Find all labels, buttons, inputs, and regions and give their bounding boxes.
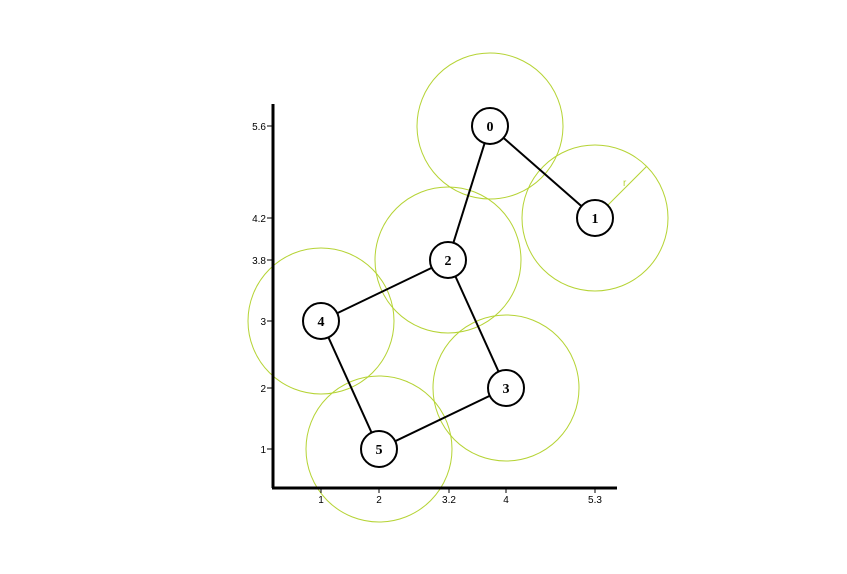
axis-ticks: 1 2 3.2 4 5.3 1 2 3 3.8 4.2 5.6 — [252, 122, 602, 506]
y-tick-label: 4.2 — [252, 214, 266, 225]
edge-4-5 — [320, 320, 380, 450]
edge-0-1 — [489, 125, 596, 219]
node-4: 4 — [302, 302, 340, 340]
x-tick-label: 4 — [503, 495, 509, 506]
radius-line — [607, 166, 647, 206]
x-tick-label: 3.2 — [442, 495, 456, 506]
y-tick-label: 3.8 — [252, 256, 266, 267]
x-tick-label: 5.3 — [588, 495, 602, 506]
y-tick-label: 2 — [260, 384, 266, 395]
radius-label: r — [623, 178, 627, 189]
radius-indicator: r — [607, 166, 647, 206]
node-5: 5 — [360, 430, 398, 468]
node-circle — [302, 302, 340, 340]
x-tick-label: 1 — [318, 495, 324, 506]
range-circles — [247, 52, 669, 523]
edge-5-3 — [378, 387, 507, 450]
range-circle-3 — [432, 314, 580, 462]
range-circle-0 — [416, 52, 564, 200]
node-label: 5 — [376, 443, 383, 458]
node-circle — [576, 199, 614, 237]
y-tick-label: 3 — [260, 317, 266, 328]
node-label: 2 — [445, 254, 452, 269]
node-circle — [429, 241, 467, 279]
node-2: 2 — [429, 241, 467, 279]
edge-2-3 — [447, 259, 507, 389]
range-circle-2 — [374, 186, 522, 334]
range-circle-1 — [521, 144, 669, 292]
edge-0-2 — [447, 125, 491, 261]
node-label: 4 — [318, 315, 325, 330]
y-tick-label: 5.6 — [252, 122, 266, 133]
nodes: 0 1 2 3 4 5 — [302, 107, 614, 468]
y-tick-label: 1 — [260, 445, 266, 456]
axes — [271, 104, 617, 490]
node-circle — [360, 430, 398, 468]
edge-2-4 — [320, 259, 449, 322]
x-tick-label: 2 — [376, 495, 382, 506]
range-circle-4 — [247, 247, 395, 395]
range-circle-5 — [305, 375, 453, 523]
node-3: 3 — [487, 369, 525, 407]
node-label: 1 — [592, 212, 599, 227]
node-circle — [471, 107, 509, 145]
node-label: 0 — [487, 120, 494, 135]
node-label: 3 — [503, 382, 510, 397]
node-circle — [487, 369, 525, 407]
edges — [320, 125, 596, 450]
node-1: 1 — [576, 199, 614, 237]
node-0: 0 — [471, 107, 509, 145]
